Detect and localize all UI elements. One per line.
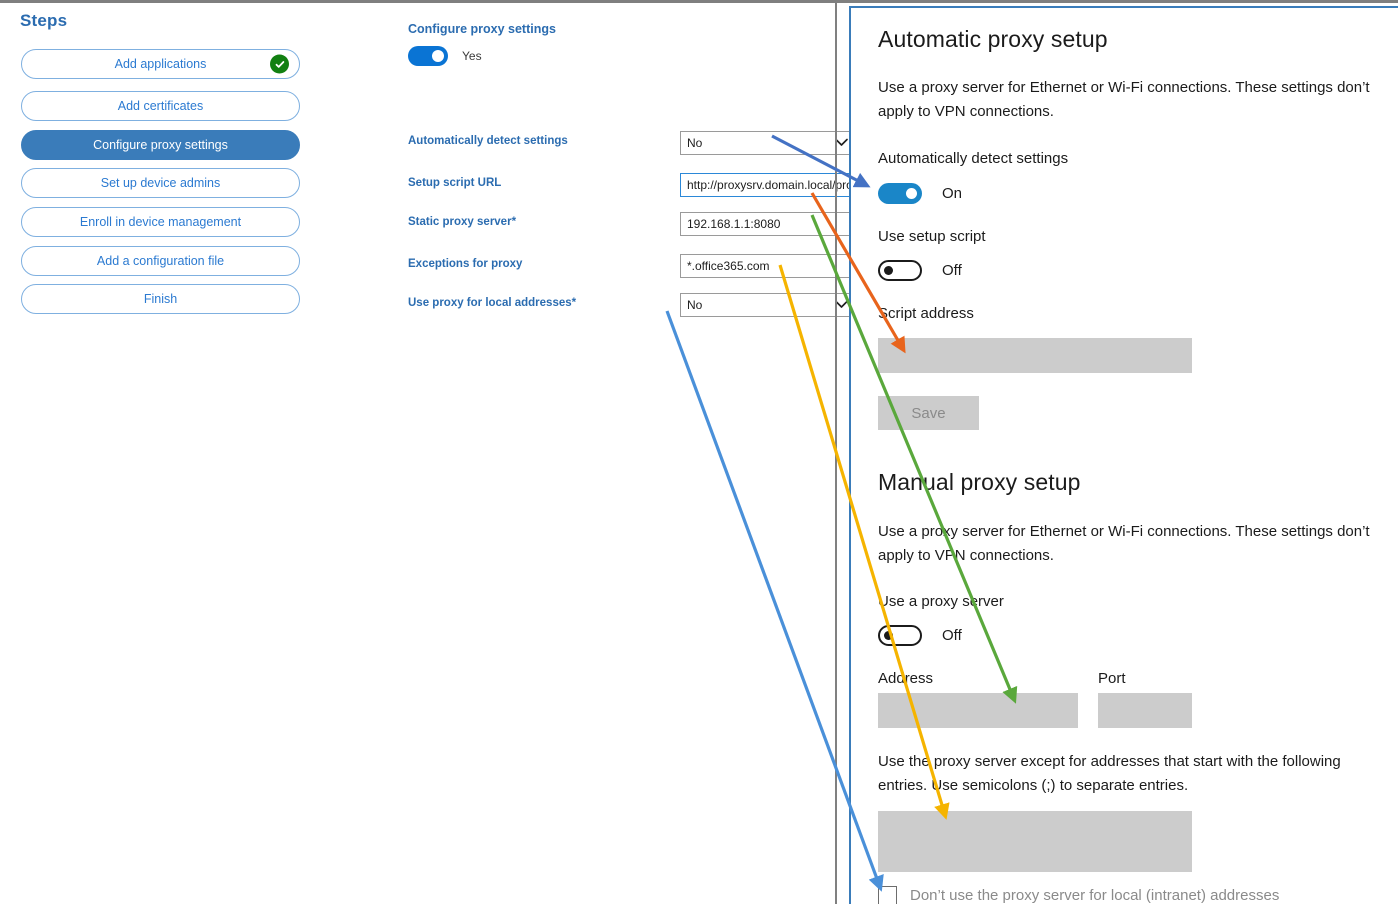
step-label: Add certificates [117, 99, 204, 113]
sidebar-item-enroll-in-device-management[interactable]: Enroll in device management [21, 207, 300, 237]
script-address-label: Script address [878, 305, 974, 322]
use-a-proxy-server-label: Use a proxy server [878, 593, 1004, 610]
field-label: Static proxy server* [408, 216, 517, 228]
address-label: Address [878, 670, 934, 687]
step-label: Add applications [114, 57, 207, 71]
field-setup-script-url: Setup script URL http://proxysrv.domain.… [408, 173, 893, 197]
manual-proxy-setup-description: Use a proxy server for Ethernet or Wi-Fi… [878, 523, 1370, 564]
use-a-proxy-server-state: Off [942, 627, 962, 644]
use-a-proxy-server-toggle-row: Off [878, 625, 962, 646]
step-label: Set up device admins [100, 176, 221, 190]
step-label: Add a configuration file [96, 254, 225, 268]
use-setup-script-label: Use setup script [878, 228, 986, 245]
save-button[interactable]: Save [878, 396, 979, 430]
bypass-local-addresses-label: Don’t use the proxy server for local (in… [910, 887, 1280, 904]
automatic-proxy-setup-heading: Automatic proxy setup [878, 26, 1108, 52]
automatic-proxy-setup-description: Use a proxy server for Ethernet or Wi-Fi… [878, 79, 1370, 120]
sidebar-item-finish[interactable]: Finish [21, 284, 300, 314]
configure-proxy-toggle-label: Yes [462, 49, 482, 63]
field-use-proxy-for-local-addresses: Use proxy for local addresses* No [408, 293, 856, 317]
automatically-detect-settings-select[interactable]: No [680, 131, 856, 155]
bypass-local-addresses-row[interactable]: Don’t use the proxy server for local (in… [878, 886, 1279, 904]
field-static-proxy-server: Static proxy server* 192.168.1.1:8080 [408, 212, 893, 236]
sidebar-item-configure-proxy-settings[interactable]: Configure proxy settings [21, 130, 300, 160]
configure-proxy-toggle[interactable] [408, 46, 448, 66]
script-address-input[interactable] [878, 338, 1192, 373]
sidebar-item-add-a-configuration-file[interactable]: Add a configuration file [21, 246, 300, 276]
automatically-detect-settings-toggle-row: On [878, 183, 962, 204]
field-label: Exceptions for proxy [408, 258, 523, 270]
use-setup-script-toggle-row: Off [878, 260, 962, 281]
check-circle-icon [270, 54, 289, 74]
field-automatically-detect-settings: Automatically detect settings No [408, 131, 856, 155]
port-input[interactable] [1098, 693, 1192, 728]
sidebar-item-add-applications[interactable]: Add applications [21, 49, 300, 79]
proxy-settings-form: Configure proxy settings Yes Automatical… [330, 3, 893, 904]
port-label: Port [1098, 670, 1126, 687]
field-exceptions-for-proxy: Exceptions for proxy *.office365.com [408, 254, 893, 278]
use-setup-script-toggle[interactable] [878, 260, 922, 281]
checkbox-unchecked-icon[interactable] [878, 886, 897, 904]
panel-divider [835, 3, 837, 904]
automatically-detect-settings-toggle[interactable] [878, 183, 922, 204]
exceptions-input[interactable] [878, 811, 1192, 872]
select-value: No [687, 298, 703, 312]
save-button-label: Save [911, 404, 946, 422]
select-value: No [687, 136, 703, 150]
use-a-proxy-server-toggle[interactable] [878, 625, 922, 646]
step-label: Finish [143, 292, 178, 306]
use-setup-script-state: Off [942, 262, 962, 279]
steps-panel-title: Steps [20, 11, 68, 30]
automatically-detect-settings-state: On [942, 185, 963, 202]
address-input[interactable] [878, 693, 1078, 728]
field-label: Setup script URL [408, 177, 502, 189]
step-label: Configure proxy settings [93, 138, 228, 152]
form-heading: Configure proxy settings [408, 22, 556, 36]
input-value: 192.168.1.1:8080 [687, 217, 781, 231]
automatically-detect-settings-label: Automatically detect settings [878, 150, 1069, 167]
sidebar-item-set-up-device-admins[interactable]: Set up device admins [21, 168, 300, 198]
configure-proxy-toggle-row: Yes [408, 46, 482, 66]
exceptions-description: Use the proxy server except for addresse… [878, 753, 1341, 794]
sidebar-item-add-certificates[interactable]: Add certificates [21, 91, 300, 121]
field-label: Automatically detect settings [408, 135, 568, 147]
manual-proxy-setup-heading: Manual proxy setup [878, 469, 1081, 495]
use-proxy-for-local-addresses-select[interactable]: No [680, 293, 856, 317]
steps-panel: Steps Add applications Add certificates … [0, 3, 330, 904]
input-value: *.office365.com [687, 259, 770, 273]
windows-proxy-settings-panel: Automatic proxy setup Use a proxy server… [849, 6, 1398, 904]
step-label: Enroll in device management [79, 215, 242, 229]
field-label: Use proxy for local addresses* [408, 297, 577, 309]
